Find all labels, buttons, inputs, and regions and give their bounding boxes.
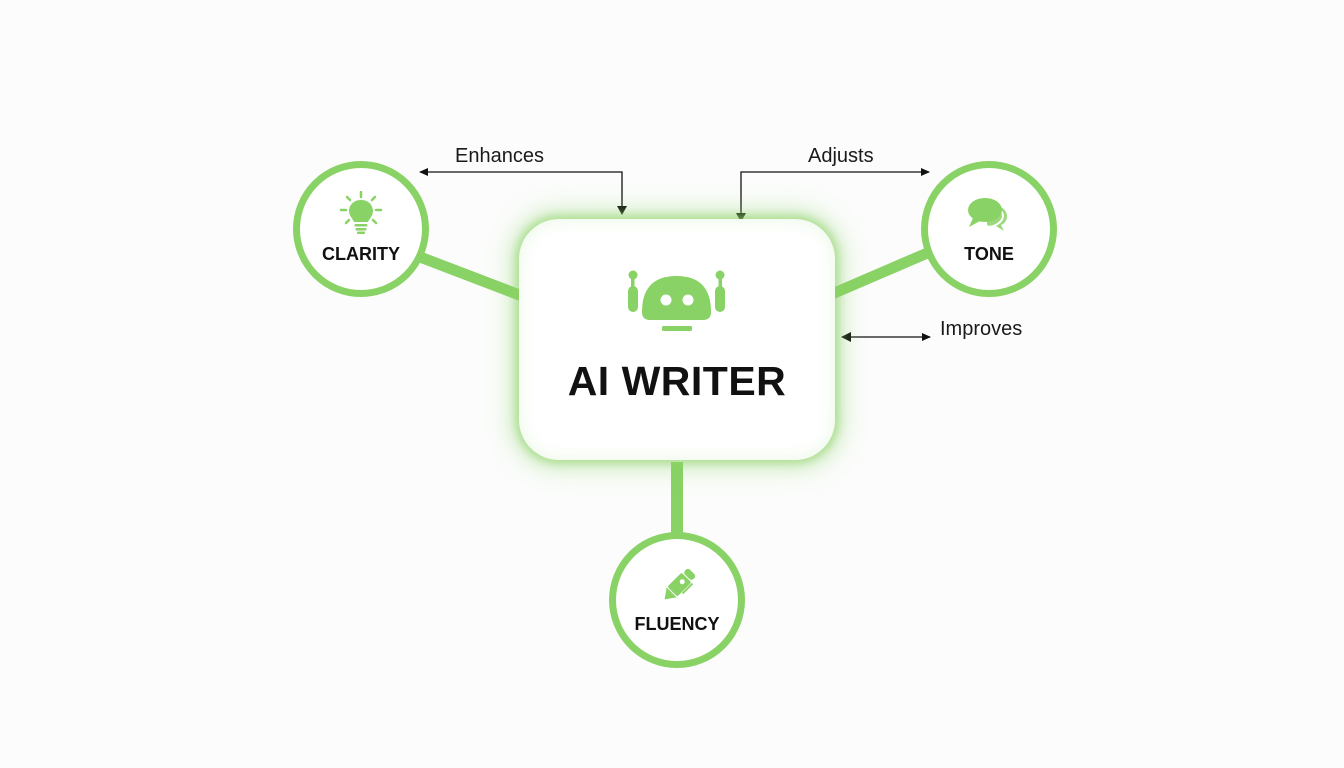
center-title: AI WRITER xyxy=(567,358,787,404)
arrow-adjusts xyxy=(740,168,930,218)
node-label-tone: TONE xyxy=(964,244,1014,264)
edge-label-enhances: Enhances xyxy=(455,145,544,167)
robot-icon xyxy=(628,270,725,331)
node-label-clarity: CLARITY xyxy=(322,244,400,264)
node-fluency[interactable] xyxy=(609,532,745,668)
node-label-fluency: FLUENCY xyxy=(634,614,720,634)
pen-icon xyxy=(664,568,696,600)
edge-label-adjusts: Adjusts xyxy=(808,145,874,167)
lightbulb-icon xyxy=(339,191,383,234)
edge-label-improves: Improves xyxy=(940,318,1023,340)
ai-writer-card[interactable] xyxy=(519,219,835,460)
chat-bubbles-icon xyxy=(968,198,1007,231)
node-tone[interactable] xyxy=(921,161,1057,297)
arrow-enhances xyxy=(419,168,623,213)
link-tone xyxy=(829,245,935,300)
link-clarity xyxy=(418,251,524,302)
